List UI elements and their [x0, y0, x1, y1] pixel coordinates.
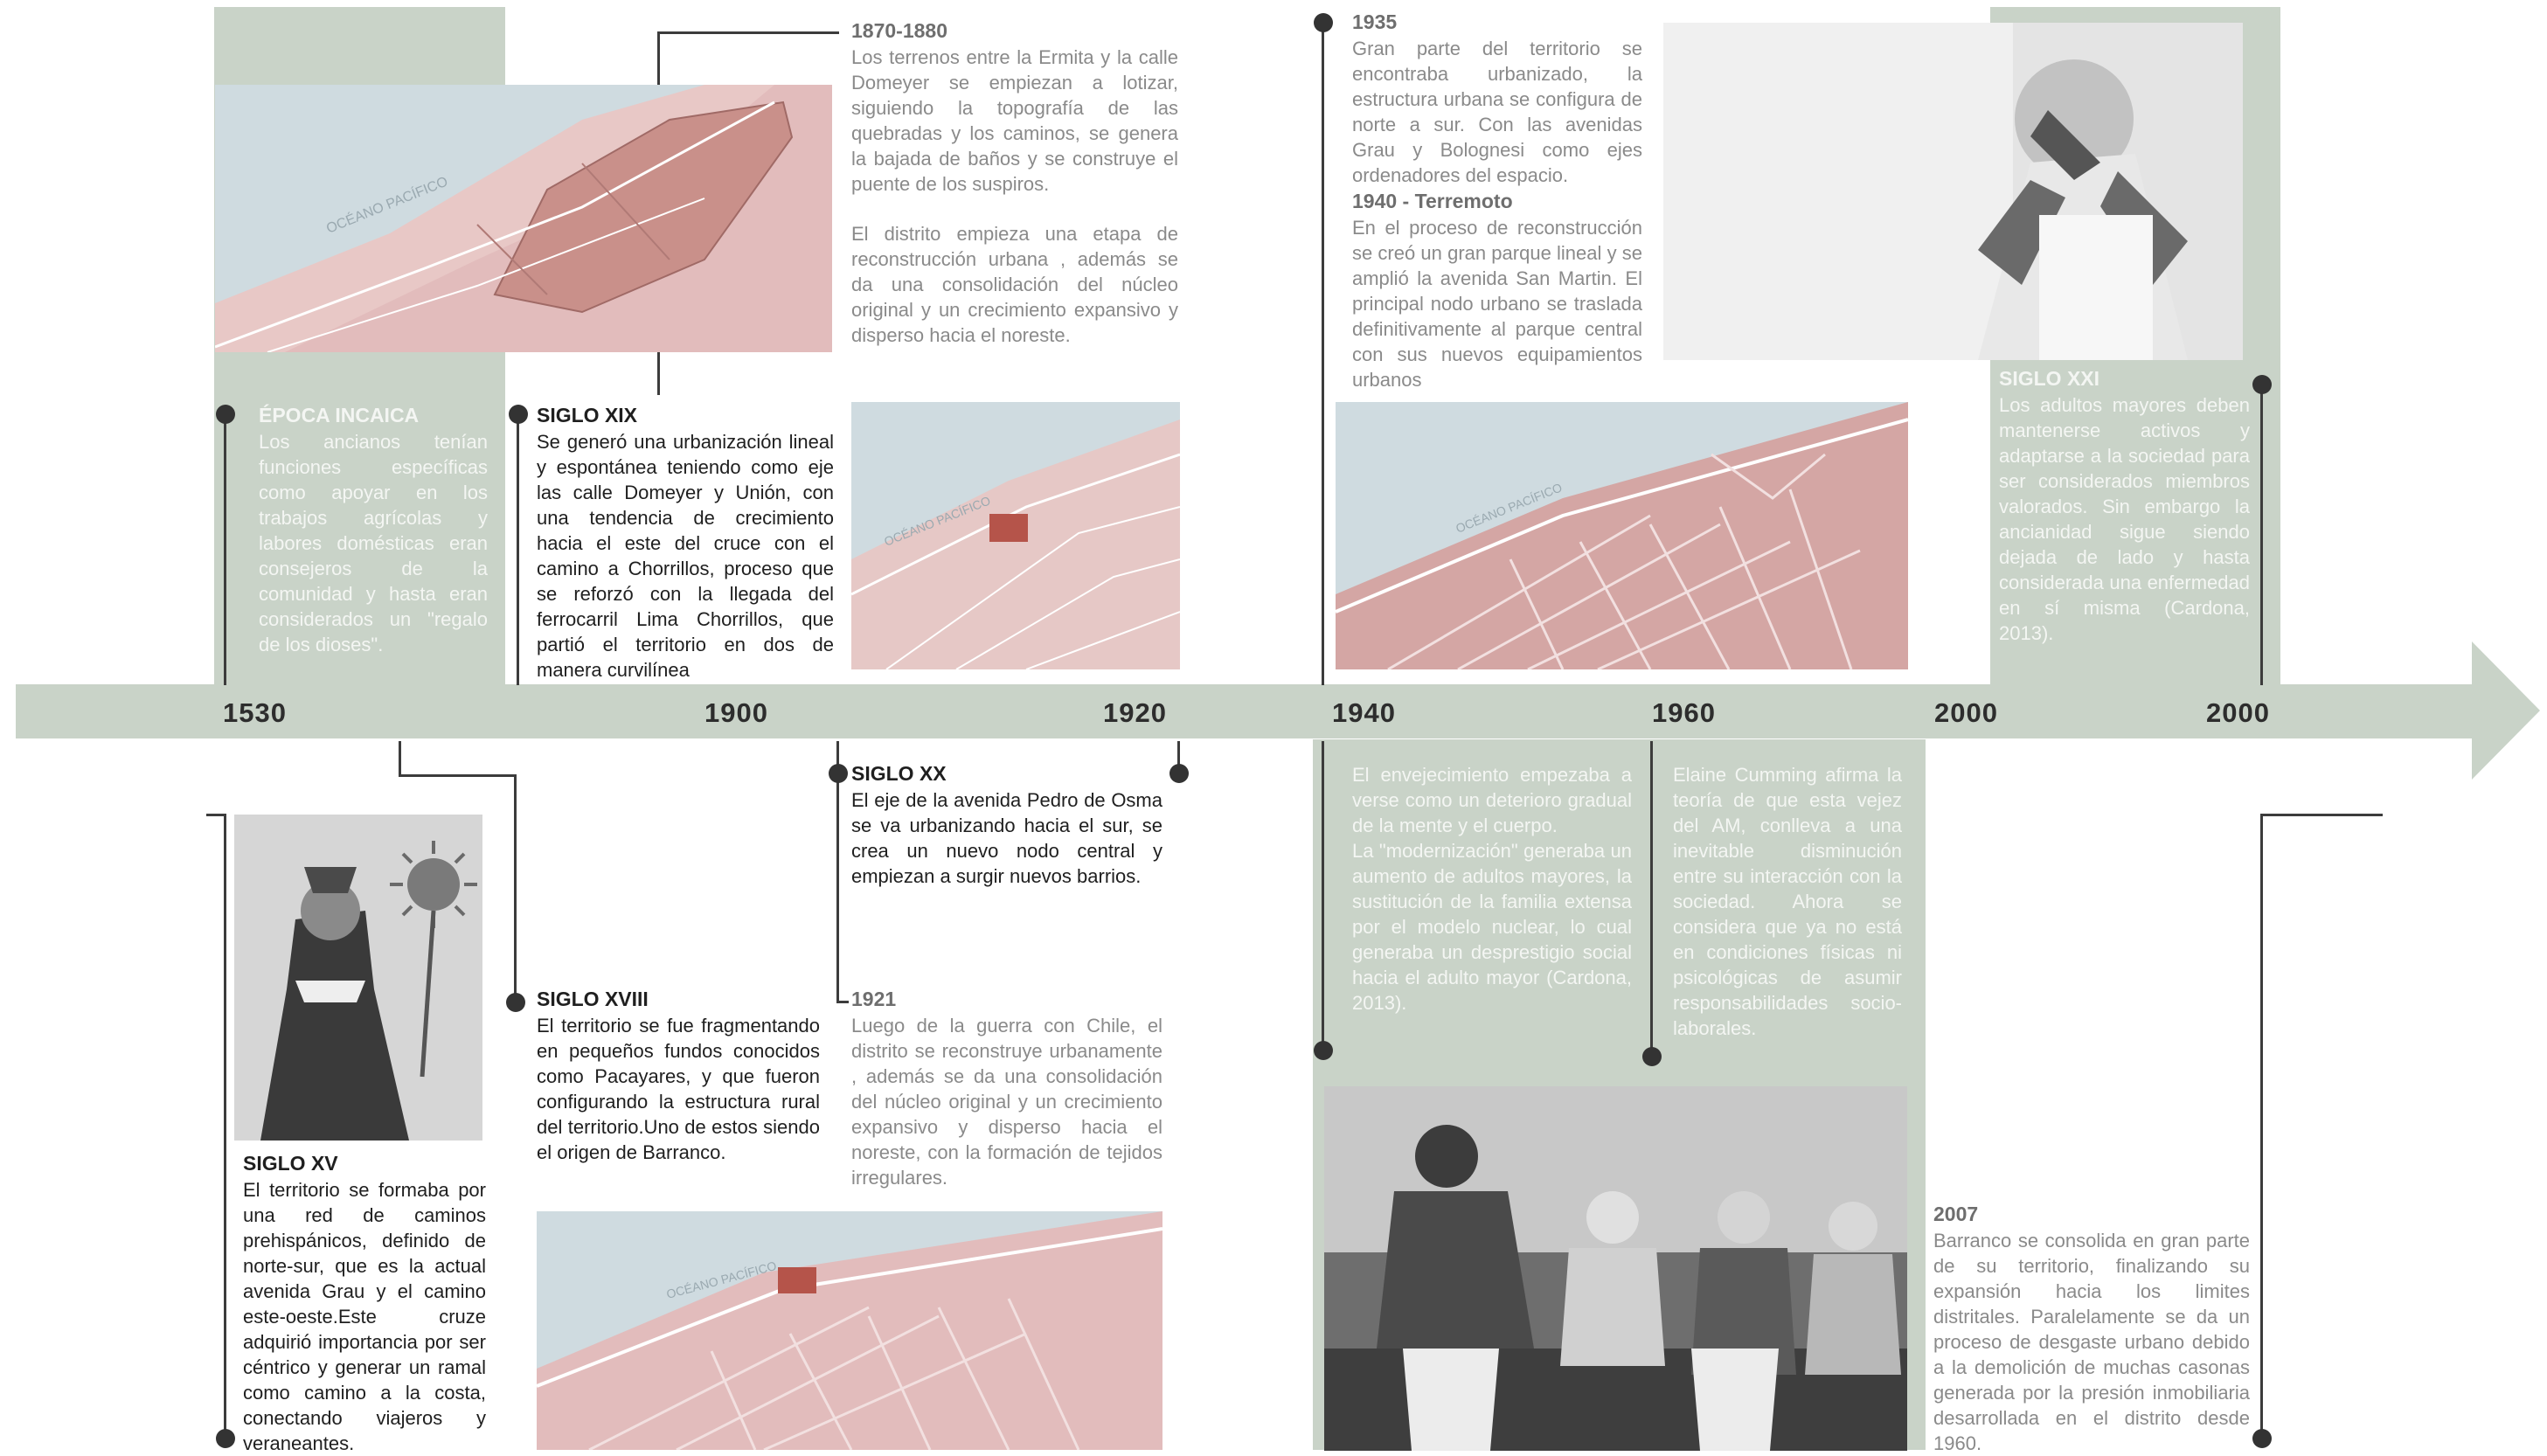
dot-siglo-xviii [506, 993, 525, 1012]
connector-envejecimiento [1322, 741, 1324, 1050]
event-1935-title: 1935 [1352, 10, 1642, 34]
event-siglo-xv-title: SIGLO XV [243, 1152, 486, 1175]
event-1935: 1935 Gran parte del territorio se encont… [1352, 10, 1642, 392]
connector-1921 [836, 1001, 849, 1003]
event-siglo-xix: SIGLO XIX Se generó una urbanización lin… [537, 404, 834, 683]
event-envejecimiento-text: El envejecimiento empezaba a verse como … [1352, 762, 1632, 1016]
dot-1920 [1169, 764, 1189, 783]
dot-epoca-incaica [216, 405, 235, 424]
event-2007-text: Barranco se consolida en gran parte de s… [1933, 1228, 2250, 1456]
event-1940-text: En el proceso de reconstrucción se creó … [1352, 215, 1642, 392]
connector-1870-a [657, 32, 660, 87]
connector-siglo-xviii-c [514, 774, 517, 1002]
connector-2007-b [2260, 814, 2263, 1438]
event-envejecimiento: El envejecimiento empezaba a verse como … [1352, 762, 1632, 1016]
year-label-2000-b: 2000 [2206, 697, 2270, 729]
event-siglo-xxi-text: Los adultos mayores deben mantenerse act… [1999, 392, 2250, 646]
event-1870-1880: 1870-1880 Los terrenos entre la Ermita y… [851, 19, 1178, 348]
event-siglo-xxi-title: SIGLO XXI [1999, 367, 2250, 391]
connector-siglo-xv-b [224, 814, 226, 1438]
event-1921-title: 1921 [851, 988, 1162, 1011]
year-label-1940: 1940 [1332, 697, 1396, 729]
dot-cumming [1642, 1047, 1662, 1066]
year-label-2000-a: 2000 [1934, 697, 1998, 729]
event-1870-1880-text: Los terrenos entre la Ermita y la calle … [851, 45, 1178, 348]
elderly-woman-photo [1663, 23, 2243, 360]
event-siglo-xviii-title: SIGLO XVIII [537, 988, 820, 1011]
map-barranco-1940: OCÉANO PACÍFICO [1336, 402, 1908, 669]
map-barranco-1900: OCÉANO PACÍFICO [851, 402, 1180, 669]
event-siglo-xix-text: Se generó una urbanización lineal y espo… [537, 429, 834, 683]
event-1921: 1921 Luego de la guerra con Chile, el di… [851, 988, 1162, 1190]
year-label-1920: 1920 [1103, 697, 1167, 729]
dot-siglo-xv [216, 1429, 235, 1448]
dot-siglo-xix [509, 405, 528, 424]
connector-siglo-xviii-a [399, 741, 401, 776]
event-1921-text: Luego de la guerra con Chile, el distrit… [851, 1013, 1162, 1190]
connector-epoca-incaica [224, 414, 226, 685]
event-siglo-xx-title: SIGLO XX [851, 762, 1162, 786]
elderly-group-photo [1324, 1086, 1907, 1451]
dot-envejecimiento [1314, 1041, 1333, 1060]
event-siglo-xxi: SIGLO XXI Los adultos mayores deben mant… [1999, 367, 2250, 646]
event-siglo-xix-title: SIGLO XIX [537, 404, 834, 427]
map-barranco-1921: OCÉANO PACÍFICO [537, 1211, 1162, 1450]
event-1940-title: 1940 - Terremoto [1352, 190, 1642, 213]
event-cumming-text: Elaine Cumming afirma la teoría de que e… [1673, 762, 1902, 1041]
event-2007-title: 2007 [1933, 1203, 2250, 1226]
event-siglo-xv-text: El territorio se formaba por una red de … [243, 1177, 486, 1456]
event-1870-1880-text-1: Los terrenos entre la Ermita y la calle … [851, 45, 1178, 197]
dot-siglo-xxi [2252, 375, 2272, 394]
year-label-1900: 1900 [704, 697, 768, 729]
event-epoca-incaica-title: ÉPOCA INCAICA [259, 404, 488, 427]
event-1935-text: Gran parte del territorio se encontraba … [1352, 36, 1642, 188]
event-1870-1880-text-2: El distrito empieza una etapa de reconst… [851, 221, 1178, 348]
inca-illustration [234, 815, 482, 1141]
connector-siglo-xix [517, 414, 519, 685]
event-siglo-xv: SIGLO XV El territorio se formaba por un… [243, 1152, 486, 1456]
connector-1935 [1322, 23, 1324, 685]
timeline-axis [0, 636, 2547, 785]
connector-siglo-xxi [2260, 385, 2263, 685]
event-1870-1880-title: 1870-1880 [851, 19, 1178, 43]
connector-siglo-xviii-b [399, 774, 516, 777]
connector-cumming [1650, 741, 1653, 1057]
dot-1935 [1314, 13, 1333, 32]
year-label-1960: 1960 [1652, 697, 1716, 729]
event-envejecimiento-text-2: La "modernización" generaba un aumento d… [1352, 838, 1632, 1016]
event-cumming: Elaine Cumming afirma la teoría de que e… [1673, 762, 1902, 1041]
year-label-1530: 1530 [223, 697, 287, 729]
event-epoca-incaica-text: Los ancianos tenían funciones específica… [259, 429, 488, 657]
event-siglo-xx: SIGLO XX El eje de la avenida Pedro de O… [851, 762, 1162, 889]
connector-siglo-xv-a [206, 814, 226, 816]
dot-siglo-xx [829, 764, 848, 783]
event-siglo-xviii: SIGLO XVIII El territorio se fue fragmen… [537, 988, 820, 1165]
dot-2007 [2252, 1429, 2272, 1448]
map-barranco-1870: OCÉANO PACÍFICO [215, 85, 832, 352]
event-envejecimiento-text-1: El envejecimiento empezaba a verse como … [1352, 762, 1632, 838]
connector-1870-b [657, 31, 839, 34]
event-siglo-xviii-text: El territorio se fue fragmentando en peq… [537, 1013, 820, 1165]
connector-2007-a [2260, 814, 2383, 816]
connector-1870-c [657, 351, 660, 395]
event-2007: 2007 Barranco se consolida en gran parte… [1933, 1203, 2250, 1456]
event-siglo-xx-text: El eje de la avenida Pedro de Osma se va… [851, 787, 1162, 889]
event-epoca-incaica: ÉPOCA INCAICA Los ancianos tenían funcio… [259, 404, 488, 657]
